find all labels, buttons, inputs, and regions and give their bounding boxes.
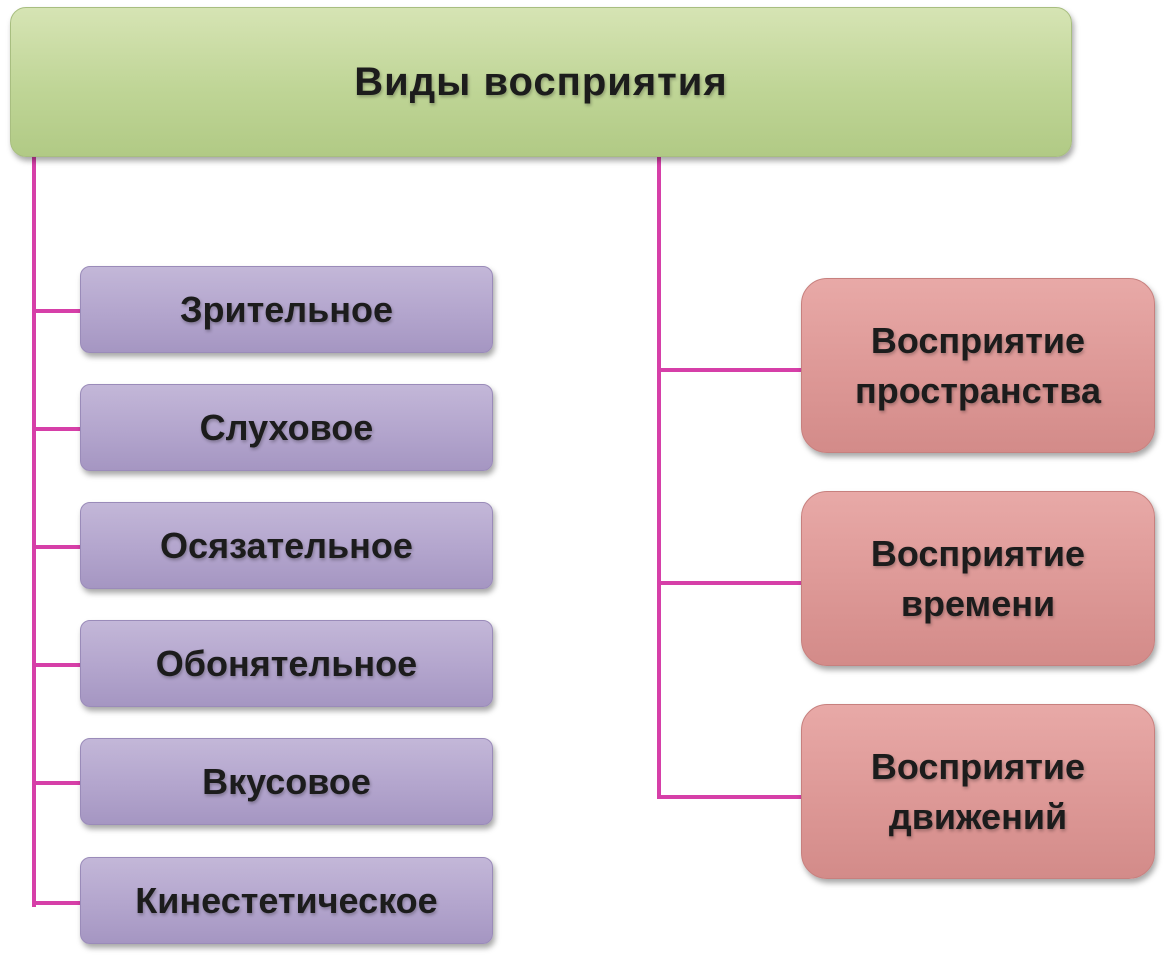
node-label: Осязательное — [160, 524, 413, 566]
right-trunk-line — [657, 157, 661, 799]
node-olfactory: Обонятельное — [80, 620, 493, 707]
node-label: Кинестетическое — [135, 879, 438, 921]
node-label-line1: Восприятие — [870, 745, 1086, 787]
left-branch-line — [32, 663, 80, 667]
node-label-line2: движений — [888, 795, 1068, 837]
right-branch-line — [657, 368, 801, 372]
left-branch-line — [32, 427, 80, 431]
node-space-perception: Восприятие пространства — [801, 278, 1155, 453]
node-visual: Зрительное — [80, 266, 493, 353]
node-label-line1: Восприятие — [870, 532, 1086, 574]
node-label: Зрительное — [179, 288, 394, 330]
node-motion-perception: Восприятие движений — [801, 704, 1155, 879]
node-tactile: Осязательное — [80, 502, 493, 589]
right-branch-line — [657, 581, 801, 585]
left-trunk-line — [32, 157, 36, 907]
root-node: Виды восприятия — [10, 7, 1072, 157]
node-label: Слуховое — [199, 406, 374, 448]
left-branch-line — [32, 309, 80, 313]
left-branch-line — [32, 901, 80, 905]
root-node-label: Виды восприятия — [354, 59, 728, 104]
left-branch-line — [32, 545, 80, 549]
node-label-line1: Восприятие — [870, 319, 1086, 361]
left-branch-line — [32, 781, 80, 785]
node-label: Вкусовое — [202, 760, 371, 802]
node-kinesthetic: Кинестетическое — [80, 857, 493, 944]
node-label-line2: времени — [900, 582, 1056, 624]
node-auditory: Слуховое — [80, 384, 493, 471]
node-gustatory: Вкусовое — [80, 738, 493, 825]
node-label: Обонятельное — [155, 642, 418, 684]
node-label-line2: пространства — [855, 369, 1101, 411]
right-branch-line — [657, 795, 801, 799]
node-time-perception: Восприятие времени — [801, 491, 1155, 666]
